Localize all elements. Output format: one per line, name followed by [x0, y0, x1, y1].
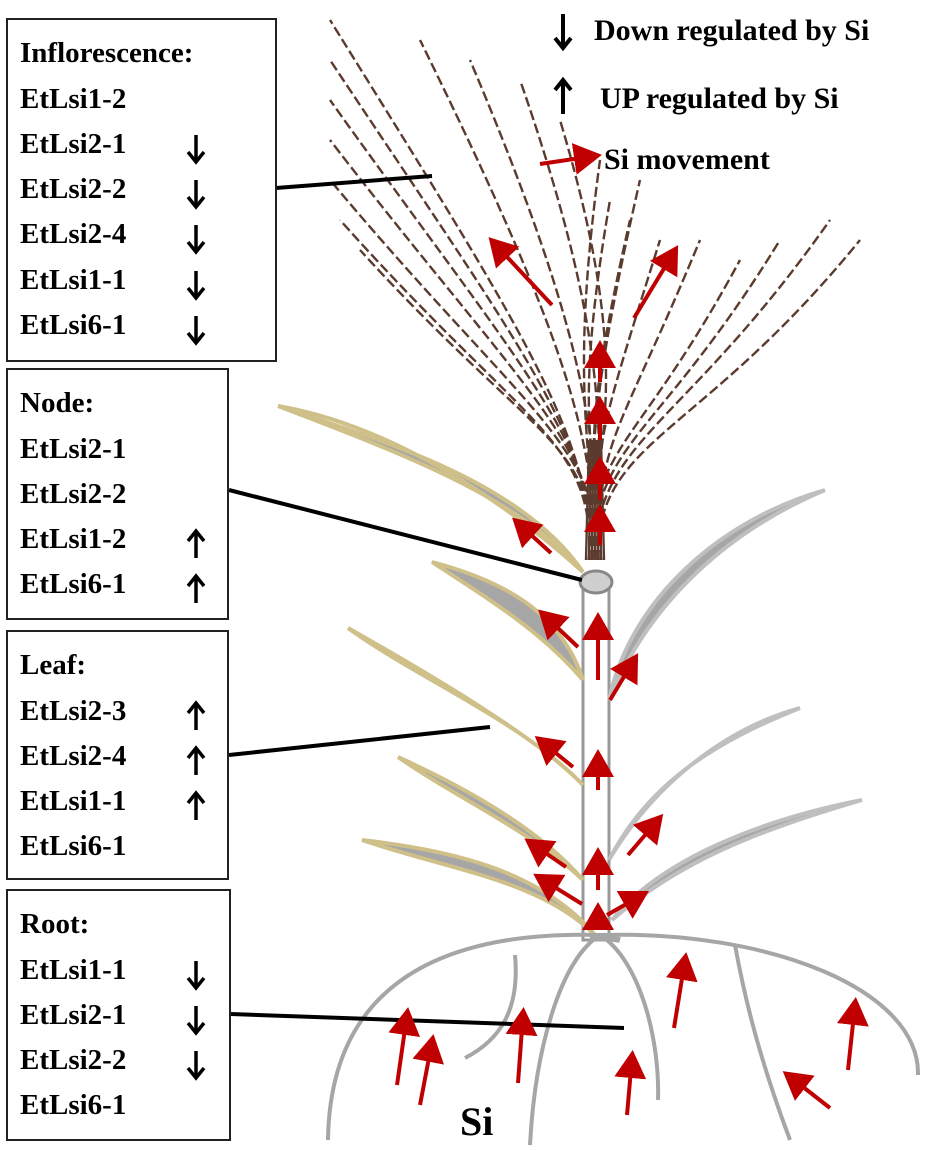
panicle-branch [339, 219, 591, 561]
gene-label: EtLsi2-2 [20, 1044, 127, 1076]
gene-label: EtLsi2-1 [20, 999, 127, 1031]
si-movement-arrow [614, 1050, 647, 1116]
panicle-branch [598, 239, 702, 561]
gene-label: EtLsi2-2 [20, 478, 127, 510]
si-movement-arrow [488, 237, 554, 307]
down-arrow-icon [186, 1051, 206, 1081]
leader-lines [228, 174, 625, 1030]
panicle-stalk [595, 439, 600, 561]
panel-title: Inflorescence: [20, 37, 194, 69]
gene-label: EtLsi2-1 [20, 128, 127, 160]
legend-up-arrow-icon [553, 76, 573, 114]
down-arrow-icon [186, 316, 206, 346]
leaf-right-3 [610, 798, 863, 922]
si-movement-arrow [524, 838, 568, 869]
si-movement-arrow [782, 1071, 832, 1110]
legend-down-arrow-icon [553, 14, 573, 52]
gene-label: EtLsi2-4 [20, 218, 127, 250]
legend-movement-label: Si movement [604, 143, 770, 176]
leaf-left-2 [430, 560, 585, 682]
leaf-left-1 [277, 404, 585, 574]
si-movement-arrow [836, 997, 869, 1071]
down-arrow-icon [186, 135, 206, 165]
down-arrow-icon [186, 961, 206, 991]
legend-down-label: Down regulated by Si [594, 14, 870, 47]
panel-title: Leaf: [20, 649, 87, 681]
gene-label: EtLsi1-2 [20, 523, 127, 555]
gene-label: EtLsi2-2 [20, 173, 127, 205]
down-arrow-icon [186, 180, 206, 210]
leaf-right-1 [607, 488, 826, 701]
si-movement-arrow [412, 1034, 444, 1106]
si-movement-arrow [608, 653, 639, 702]
gene-label: EtLsi6-1 [20, 309, 127, 341]
leaf-panel: Leaf: EtLsi2-3 EtLsi2-4 EtLsi1-1 EtLsi6-… [6, 630, 229, 880]
gene-label: EtLsi6-1 [20, 568, 127, 600]
root-panel: Root: EtLsi1-1 EtLsi2-1 EtLsi2-2 EtLsi6-… [6, 889, 231, 1141]
panicle-branch [596, 239, 861, 561]
si-movement-arrow [388, 1007, 421, 1086]
node-panel: Node: EtLsi2-1 EtLsi2-2 EtLsi1-2 EtLsi6-… [6, 368, 229, 620]
panicle-branch [329, 59, 594, 561]
si-movement-arrow [538, 609, 580, 649]
gene-label: EtLsi1-1 [20, 785, 127, 817]
down-arrow-icon [186, 271, 206, 301]
gene-label: EtLsi1-1 [20, 264, 127, 296]
legend-movement-arrow-icon [539, 143, 602, 175]
si-movement-arrow [533, 873, 584, 906]
soil-si-label: Si [460, 1099, 494, 1144]
si-movement-arrow [666, 952, 698, 1029]
si-movement-arrow [505, 1007, 538, 1084]
gene-label: EtLsi1-2 [20, 83, 127, 115]
leaves [277, 404, 863, 937]
roots [326, 932, 921, 1146]
si-movement-arrow [534, 735, 575, 769]
up-arrow-icon [186, 528, 206, 558]
inflorescence-panel: Inflorescence: EtLsi1-2 EtLsi2-1 EtLsi2-… [6, 18, 277, 362]
gene-label: EtLsi1-1 [20, 954, 127, 986]
panicle-branch [329, 179, 603, 561]
gene-label: EtLsi6-1 [20, 830, 127, 862]
leaf-right-2 [607, 706, 801, 862]
down-arrow-icon [186, 225, 206, 255]
up-arrow-icon [186, 573, 206, 603]
up-arrow-icon [186, 700, 206, 730]
si-movement-arrow [632, 245, 679, 320]
panicle-branch [590, 239, 782, 561]
gene-label: EtLsi6-1 [20, 1089, 127, 1121]
leaf-left-3 [346, 626, 585, 787]
si-movement-arrow [512, 517, 553, 555]
up-arrow-icon [186, 745, 206, 775]
panicle-branch [587, 259, 742, 561]
legend-up-label: UP regulated by Si [600, 82, 839, 115]
gene-label: EtLsi2-3 [20, 695, 127, 727]
panel-title: Node: [20, 387, 95, 419]
si-movement-arrow [626, 813, 664, 857]
panicle-branch [418, 39, 597, 561]
panicle-stalk [590, 439, 595, 561]
gene-label: EtLsi2-4 [20, 740, 127, 772]
si-movement-arrows [388, 237, 869, 1116]
panel-title: Root: [20, 908, 90, 940]
gene-label: EtLsi2-1 [20, 433, 127, 465]
down-arrow-icon [186, 1006, 206, 1036]
leaf-left-4 [396, 755, 585, 882]
up-arrow-icon [186, 790, 206, 820]
legend-arrows [539, 14, 602, 175]
